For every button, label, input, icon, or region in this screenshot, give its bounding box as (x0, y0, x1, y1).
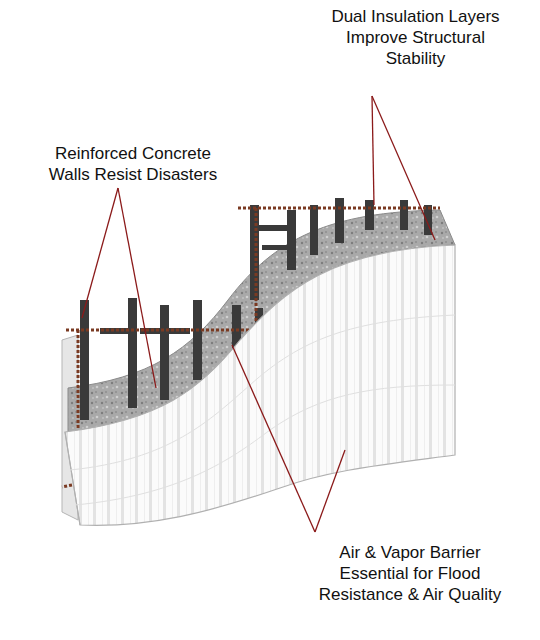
panel-edge (65, 432, 80, 525)
callout-label: Dual Insulation Layers Improve Structura… (318, 6, 513, 69)
callout-label: Air & Vapor Barrier Essential for Flood … (305, 542, 515, 605)
panel-seam (70, 315, 455, 470)
front-foam-panel (65, 245, 455, 525)
callout-label: Reinforced Concrete Walls Resist Disaste… (38, 143, 228, 185)
panel-seam (75, 385, 455, 505)
